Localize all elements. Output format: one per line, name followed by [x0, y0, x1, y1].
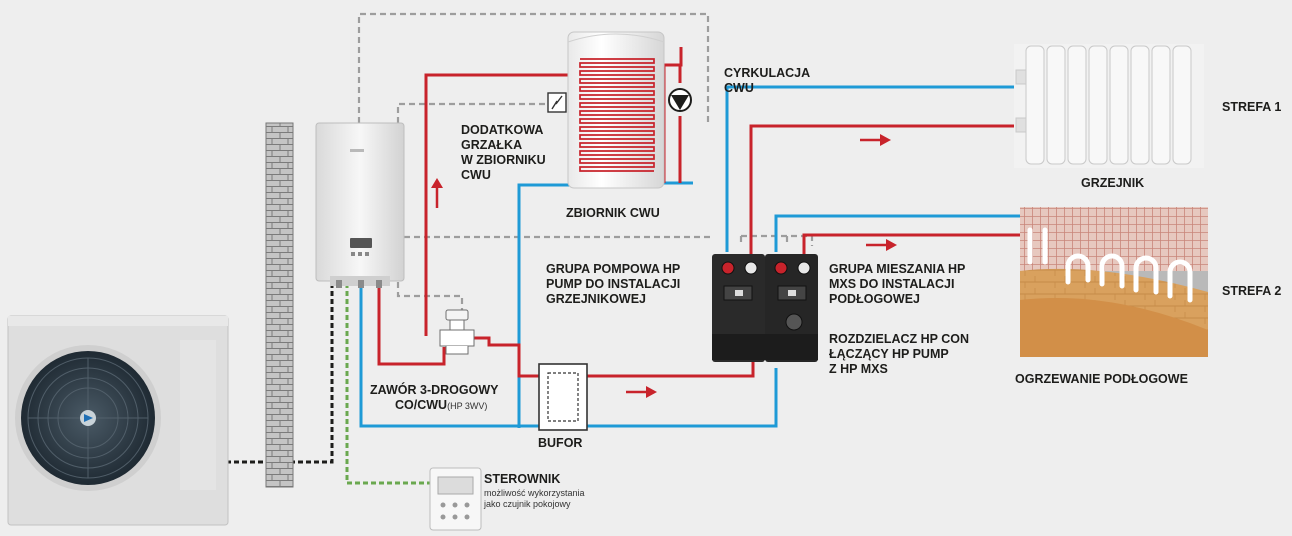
label-rozdzielacz-line2: ŁĄCZĄCY HP PUMP [829, 347, 949, 361]
label-cyrkulacja: CYRKULACJA CWU [724, 66, 810, 96]
label-zawor-note: (HP 3WV) [447, 401, 488, 411]
label-grupa-mieszania-line1: GRUPA MIESZANIA HP [829, 262, 966, 276]
label-sterownik-note: możliwość wykorzystania jako czujnik pok… [484, 488, 585, 510]
label-sterownik: STEROWNIK [484, 472, 561, 486]
label-grupa-mieszania-line2: MXS DO INSTALACJI [829, 277, 955, 291]
label-rozdzielacz-line1: ROZDZIELACZ HP CON [829, 332, 970, 346]
radiator [1014, 44, 1204, 168]
buffer-tank [538, 363, 588, 431]
label-ogrzewanie: OGRZEWANIE PODŁOGOWE [1015, 372, 1188, 386]
label-grzalka-line4: CWU [461, 168, 491, 182]
three-way-valve [439, 309, 475, 355]
label-grzejnik: GRZEJNIK [1081, 176, 1145, 190]
indoor-unit [315, 122, 405, 288]
label-grzalka-line1: DODATKOWA [461, 123, 544, 137]
label-rozdzielacz: ROZDZIELACZ HP CON ŁĄCZĄCY HP PUMP Z HP … [829, 332, 969, 377]
outdoor-unit [7, 315, 229, 526]
label-zbiornik: ZBIORNIK CWU [566, 206, 660, 220]
label-sterownik-note-line2: jako czujnik pokojowy [484, 499, 571, 509]
label-bufor: BUFOR [538, 436, 583, 450]
label-sterownik-note-line1: możliwość wykorzystania [484, 488, 585, 498]
controller-cable [345, 283, 430, 485]
label-grupa-mieszania: GRUPA MIESZANIA HP MXS DO INSTALACJI POD… [829, 262, 965, 307]
label-grzalka: DODATKOWA GRZAŁKA W ZBIORNIKU CWU [461, 123, 546, 183]
label-grupa-pompowa-line1: GRUPA POMPOWA HP [546, 262, 681, 276]
power-cable [226, 283, 334, 464]
label-cyrkulacja-line2: CWU [724, 81, 754, 95]
label-rozdzielacz-line3: Z HP MXS [829, 362, 888, 376]
label-strefa-1: STREFA 1 [1222, 100, 1282, 114]
label-zawor: ZAWÓR 3-DROGOWY CO/CWU(HP 3WV) [370, 383, 498, 414]
underfloor-heating [1020, 207, 1208, 357]
room-controller [429, 467, 482, 531]
label-strefa-2: STREFA 2 [1222, 284, 1282, 298]
label-zawor-line2: CO/CWU [395, 398, 448, 412]
circulation-pump-icon [668, 88, 692, 112]
label-grzalka-line2: GRZAŁKA [461, 138, 523, 152]
label-cyrkulacja-line1: CYRKULACJA [724, 66, 811, 80]
label-grzalka-line3: W ZBIORNIKU [461, 153, 546, 167]
wall [265, 122, 294, 488]
electric-heater-icon [547, 92, 567, 113]
label-grupa-pompowa-line2: PUMP DO INSTALACJI [546, 277, 681, 291]
label-grupa-pompowa: GRUPA POMPOWA HP PUMP DO INSTALACJI GRZE… [546, 262, 680, 307]
label-grupa-mieszania-line3: PODŁOGOWEJ [829, 292, 920, 306]
dhw-tank [567, 31, 665, 189]
label-grupa-pompowa-line3: GRZEJNIKOWEJ [546, 292, 647, 306]
pump-group-units [712, 254, 818, 362]
label-zawor-line1: ZAWÓR 3-DROGOWY [370, 383, 499, 397]
